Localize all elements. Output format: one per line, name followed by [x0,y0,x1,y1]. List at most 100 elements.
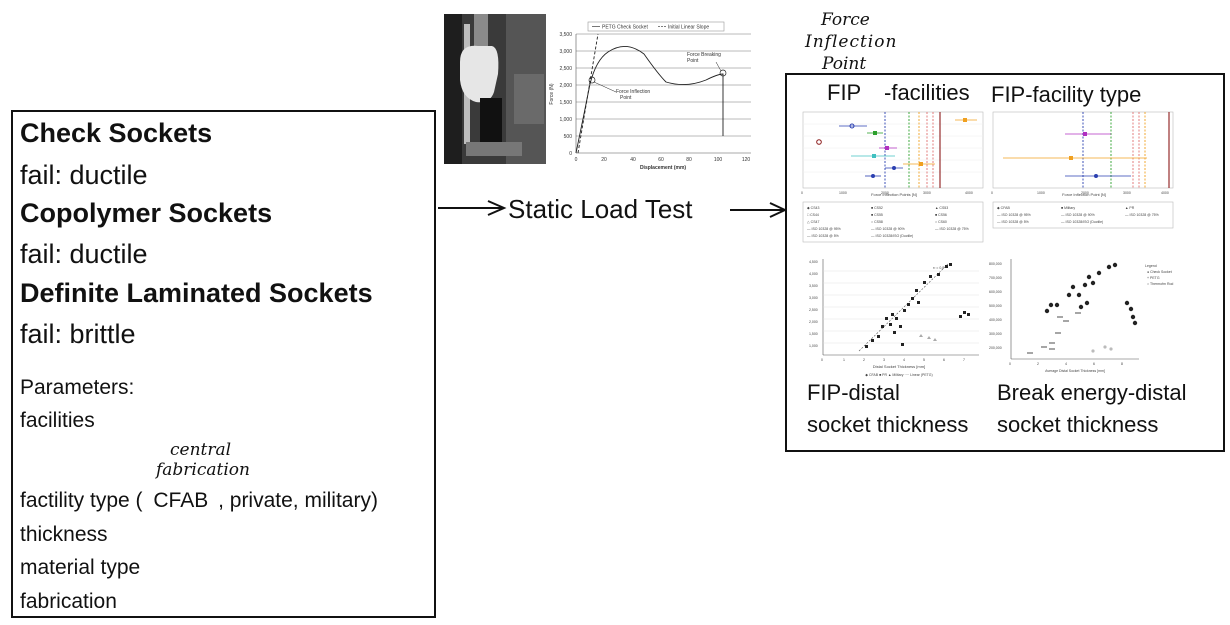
pylon [480,98,502,150]
graph-xtick: 120 [742,157,751,163]
caption-break-socket-thickness: socket thickness [997,412,1159,437]
svg-text:— ISO 10328 @ 5%: — ISO 10328 @ 5% [997,220,1029,224]
svg-text:— ISO 10328/ISO (Ductile): — ISO 10328/ISO (Ductile) [871,234,913,238]
socket-fail-laminated: fail: brittle [20,319,136,349]
annotation-inflection: Inflection [805,32,898,52]
svg-text:300,000: 300,000 [989,332,1002,336]
param-facilities: facilities [20,409,95,432]
graph-legend [587,21,725,32]
svg-text:2: 2 [863,358,865,362]
svg-text:1,000: 1,000 [809,344,818,348]
svg-text:6: 6 [1093,362,1095,366]
svg-text:— ISO 10328 @ 95%: — ISO 10328 @ 95% [807,227,841,231]
svg-text:Force Inflection Point [N]: Force Inflection Point [N] [1062,192,1106,197]
svg-text:■ CS55: ■ CS55 [871,213,883,217]
graph-ylabel: Force (N) [549,83,555,104]
socket-title-copolymer: Copolymer Sockets [20,198,273,228]
annot-break-1: Force Breaking [687,52,721,58]
svg-text:4000: 4000 [965,191,973,195]
svg-text:1: 1 [843,358,845,362]
svg-text:4,000: 4,000 [809,272,818,276]
graph-xtick: 40 [630,157,636,163]
svg-text:● Check Socket: ● Check Socket [1147,270,1172,274]
graph-xlabel: Displacement (mm) [640,165,686,171]
annot-inflection-1: Force Inflection [616,89,650,95]
graph-gridlines [576,33,751,137]
socket-title-laminated: Definite Laminated Sockets [20,278,373,308]
svg-text:1000: 1000 [1037,191,1045,195]
svg-text:0: 0 [821,358,823,362]
annotation-force: Force [821,10,870,30]
graph-ytick: 0 [569,151,572,157]
svg-text:0: 0 [1009,362,1011,366]
svg-text:— ISO 10328 @ 95%: — ISO 10328 @ 95% [997,213,1031,217]
svg-text:2,000: 2,000 [809,320,818,324]
svg-text:400,000: 400,000 [989,318,1002,322]
svg-text:□ CS44: □ CS44 [807,213,819,217]
svg-text:— ISO 10328/ISO (Ductile): — ISO 10328/ISO (Ductile) [1061,220,1103,224]
graph-xtick: 80 [686,157,692,163]
graph-ytick: 2,000 [559,83,572,89]
caption-break-energy: Break energy-distal [997,380,1187,405]
param-type-pre: factility type ( [20,489,143,512]
svg-text:■ Military: ■ Military [1061,206,1075,210]
svg-text:4: 4 [1065,362,1067,366]
caption-fip-socket-thickness: socket thickness [807,412,969,437]
parameters-header: Parameters: [20,376,135,399]
param-material-type: material type [20,556,141,579]
svg-text:2,500: 2,500 [809,308,818,312]
svg-text:0: 0 [801,191,803,195]
svg-text:◆ CFAB: ◆ CFAB [997,206,1010,210]
graph-ytick: 3,500 [559,32,572,38]
graph-ytick: 1,500 [559,100,572,106]
param-fabrication: fabrication [20,590,117,613]
svg-text:— ISO 10328 @ 90%: — ISO 10328 @ 90% [1061,213,1095,217]
svg-text:3,000: 3,000 [809,296,818,300]
svg-text:200,000: 200,000 [989,346,1002,350]
svg-text:4000: 4000 [1161,191,1169,195]
graph-ytick: 500 [564,134,573,140]
svg-text:Legend: Legend [1145,264,1157,268]
svg-text:1,500: 1,500 [809,332,818,336]
svg-text:8: 8 [1121,362,1123,366]
param-type-abbr: CFAB [153,489,209,512]
title-fip: FIP [827,80,862,105]
graph-xtick: 60 [658,157,664,163]
graph-ytick: 2,500 [559,66,572,72]
results-box: FIP -facilities FIP-facility type Force … [785,73,1225,452]
svg-text:4: 4 [903,358,905,362]
parameters-box: Check Sockets fail: ductile Copolymer So… [11,110,436,618]
param-type-post: , private, military) [218,489,378,512]
svg-text:3000: 3000 [923,191,931,195]
svg-text:▲ PR: ▲ PR [1125,206,1135,210]
force-curve [575,46,724,154]
svg-text:— ISO 10328 @ 90%: — ISO 10328 @ 90% [871,227,905,231]
svg-text:7: 7 [963,358,965,362]
svg-text:Force Inflection Points [N]: Force Inflection Points [N] [871,192,917,197]
param-thickness: thickness [20,523,108,546]
socket-fail-check: fail: ductile [20,160,148,190]
title-facility-type: FIP-facility type [991,82,1142,107]
svg-text:— ISO 10328 @ 75%: — ISO 10328 @ 75% [935,227,969,231]
svg-text:△ CS47: △ CS47 [807,220,819,224]
svg-text:1000: 1000 [839,191,847,195]
svg-text:◆ CFAB ■ PR ▲ Military ···· Li: ◆ CFAB ■ PR ▲ Military ···· Linear (PETG… [865,373,932,377]
load-displacement-graph: PETG Check Socket Initial Linear Slope 0… [546,14,760,174]
svg-text:Average Distal Socket Thicknes: Average Distal Socket Thickness [mm] [1045,369,1105,373]
svg-text:3,500: 3,500 [809,284,818,288]
inflection-point-marker [588,76,596,84]
svg-text:Distal Socket Thickness [mm]: Distal Socket Thickness [mm] [873,364,925,369]
svg-text:0: 0 [991,191,993,195]
static-load-test-label: Static Load Test [508,194,693,224]
param-facility-type: factility type ( CFAB , private, militar… [20,488,378,514]
socket-fail-copolymer: fail: ductile [20,239,148,269]
svg-text:— ISO 10328 @ 75%: — ISO 10328 @ 75% [1125,213,1159,217]
svg-text:○ Thermofm Rod: ○ Thermofm Rod [1147,282,1173,286]
svg-text:700,000: 700,000 [989,276,1002,280]
breaking-point-marker [719,69,727,77]
svg-text:■ CS56: ■ CS56 [935,213,947,217]
graph-legend-2: Initial Linear Slope [668,25,709,31]
